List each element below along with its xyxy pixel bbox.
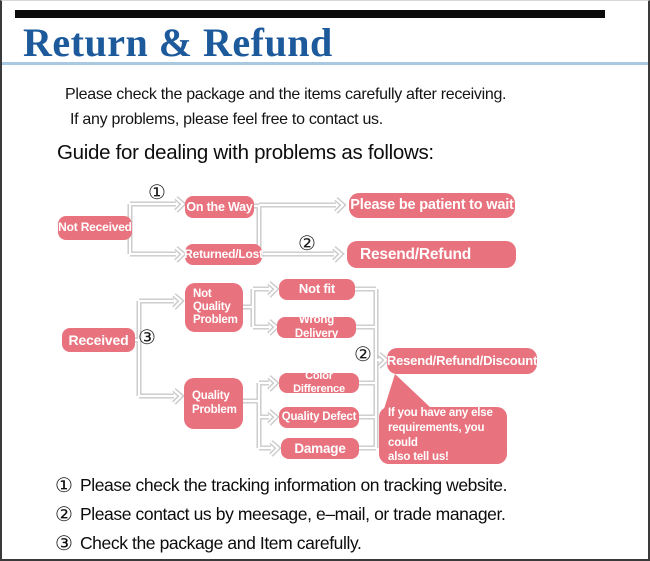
page-title: Return & Refund [23,20,333,65]
speech-bubble: If you have any else requirements, you c… [379,407,507,464]
footnote-2-text: Please contact us by meesage, e–mail, or… [79,503,506,524]
footnote-3-text: Check the package and Item carefully. [79,532,362,553]
node-resend-refund: Resend/Refund [347,241,516,268]
footnote-3-marker: ③ [55,530,73,555]
step-marker-3: ③ [138,325,156,349]
intro-line-2: If any problems, please feel free to con… [70,111,383,128]
footnote-1-text: Please check the tracking information on… [79,475,508,495]
node-wrong-delivery: Wrong Delivery [277,314,356,340]
intro-line-1: Please check the package and the items c… [65,86,507,103]
node-color-difference: Color Difference [279,370,359,395]
top-rule-bar [15,10,605,18]
step-marker-1: ① [148,180,166,204]
node-quality-defect: Quality Defect [279,407,359,428]
step-marker-2a: ② [298,231,316,255]
step-marker-2b: ② [354,342,372,366]
node-returned-lost: Returned/Lost [184,244,263,265]
title-underline [2,62,648,65]
speech-bubble-tail [384,374,432,409]
node-not-received: Not Received [58,216,132,240]
footnote-1: ① Please check the tracking information … [55,474,615,497]
guide-heading: Guide for dealing with problems as follo… [57,141,434,164]
footnote-2: ② Please contact us by meesage, e–mail, … [55,503,615,526]
footnote-2-marker: ② [55,501,73,526]
node-not-fit: Not fit [279,279,355,300]
node-on-the-way: On the Way [185,196,254,218]
node-received: Received [62,328,135,352]
footnote-1-marker: ① [55,473,73,497]
node-please-be-patient: Please be patient to wait [349,193,515,218]
node-damage: Damage [281,438,359,459]
footnote-3: ③ Check the package and Item carefully. [55,532,615,555]
footnotes: ① Please check the tracking information … [55,474,615,559]
node-quality-problem: Quality Problem [184,378,243,429]
node-not-quality-problem: Not Quality Problem [185,283,243,332]
node-resend-refund-discount: Resend/Refund/Discount [387,348,537,374]
